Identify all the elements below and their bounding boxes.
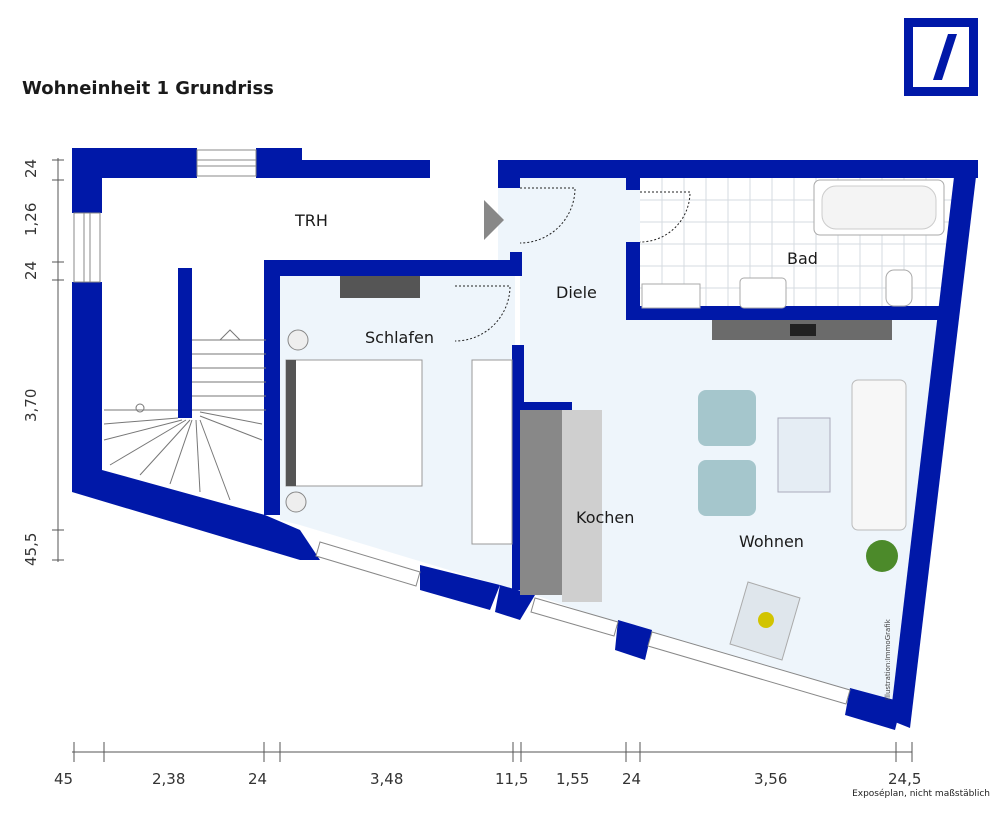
dim-left-4: 45,5 bbox=[22, 533, 40, 566]
deutsche-bank-logo bbox=[904, 18, 978, 96]
dim-left-0: 24 bbox=[22, 159, 40, 178]
coffee-table bbox=[777, 417, 831, 493]
dim-bottom-6: 24 bbox=[622, 770, 641, 788]
windows bbox=[73, 149, 851, 705]
plant bbox=[866, 540, 898, 572]
door-swings bbox=[454, 187, 691, 342]
wardrobe bbox=[471, 359, 513, 545]
sofa bbox=[851, 379, 907, 531]
plan-title: Wohneinheit 1 Grundriss bbox=[22, 78, 274, 99]
disclaimer-text: Exposéplan, nicht maßstäblich bbox=[852, 789, 990, 799]
dimension-line-bottom bbox=[72, 742, 913, 762]
lamp-icon-2 bbox=[285, 491, 307, 513]
dim-bottom-5: 1,55 bbox=[556, 770, 589, 788]
room-label-bad: Bad bbox=[787, 249, 818, 268]
armchair-2 bbox=[698, 460, 756, 516]
dim-left-1: 1,26 bbox=[22, 203, 40, 236]
walls bbox=[72, 148, 978, 730]
bath-cabinet bbox=[641, 283, 701, 309]
dim-bottom-0: 45 bbox=[54, 770, 73, 788]
double-bed bbox=[285, 359, 423, 487]
dresser bbox=[340, 276, 420, 298]
lamp-icon bbox=[287, 329, 309, 351]
room-label-kochen: Kochen bbox=[576, 508, 634, 527]
staircase bbox=[103, 329, 266, 501]
room-label-wohnen: Wohnen bbox=[739, 532, 804, 551]
bed-headboard bbox=[286, 360, 296, 486]
tv bbox=[790, 324, 816, 336]
dimension-line-left bbox=[52, 158, 64, 562]
kitchen-counter bbox=[520, 410, 562, 595]
room-label-diele: Diele bbox=[556, 283, 597, 302]
room-label-schlafen: Schlafen bbox=[365, 328, 434, 347]
dim-bottom-1: 2,38 bbox=[152, 770, 185, 788]
bathtub bbox=[813, 179, 945, 236]
dim-bottom-4: 11,5 bbox=[495, 770, 528, 788]
dim-left-3: 3,70 bbox=[22, 389, 40, 422]
floor-stair-hall bbox=[96, 170, 430, 515]
toilet bbox=[885, 269, 913, 307]
dim-bottom-7: 3,56 bbox=[754, 770, 787, 788]
dim-bottom-3: 3,48 bbox=[370, 770, 403, 788]
room-label-trh: TRH bbox=[294, 211, 328, 230]
bath-sink bbox=[739, 277, 787, 309]
copyright-text: Illustration:ImmoGrafik bbox=[884, 619, 892, 700]
dim-left-2: 24 bbox=[22, 261, 40, 280]
fruit-bowl bbox=[758, 612, 774, 628]
kitchen-worktop bbox=[562, 410, 602, 602]
dim-bottom-2: 24 bbox=[248, 770, 267, 788]
dim-bottom-8: 24,5 bbox=[888, 770, 921, 788]
armchair-1 bbox=[698, 390, 756, 446]
entry-arrow-icon bbox=[484, 200, 504, 240]
